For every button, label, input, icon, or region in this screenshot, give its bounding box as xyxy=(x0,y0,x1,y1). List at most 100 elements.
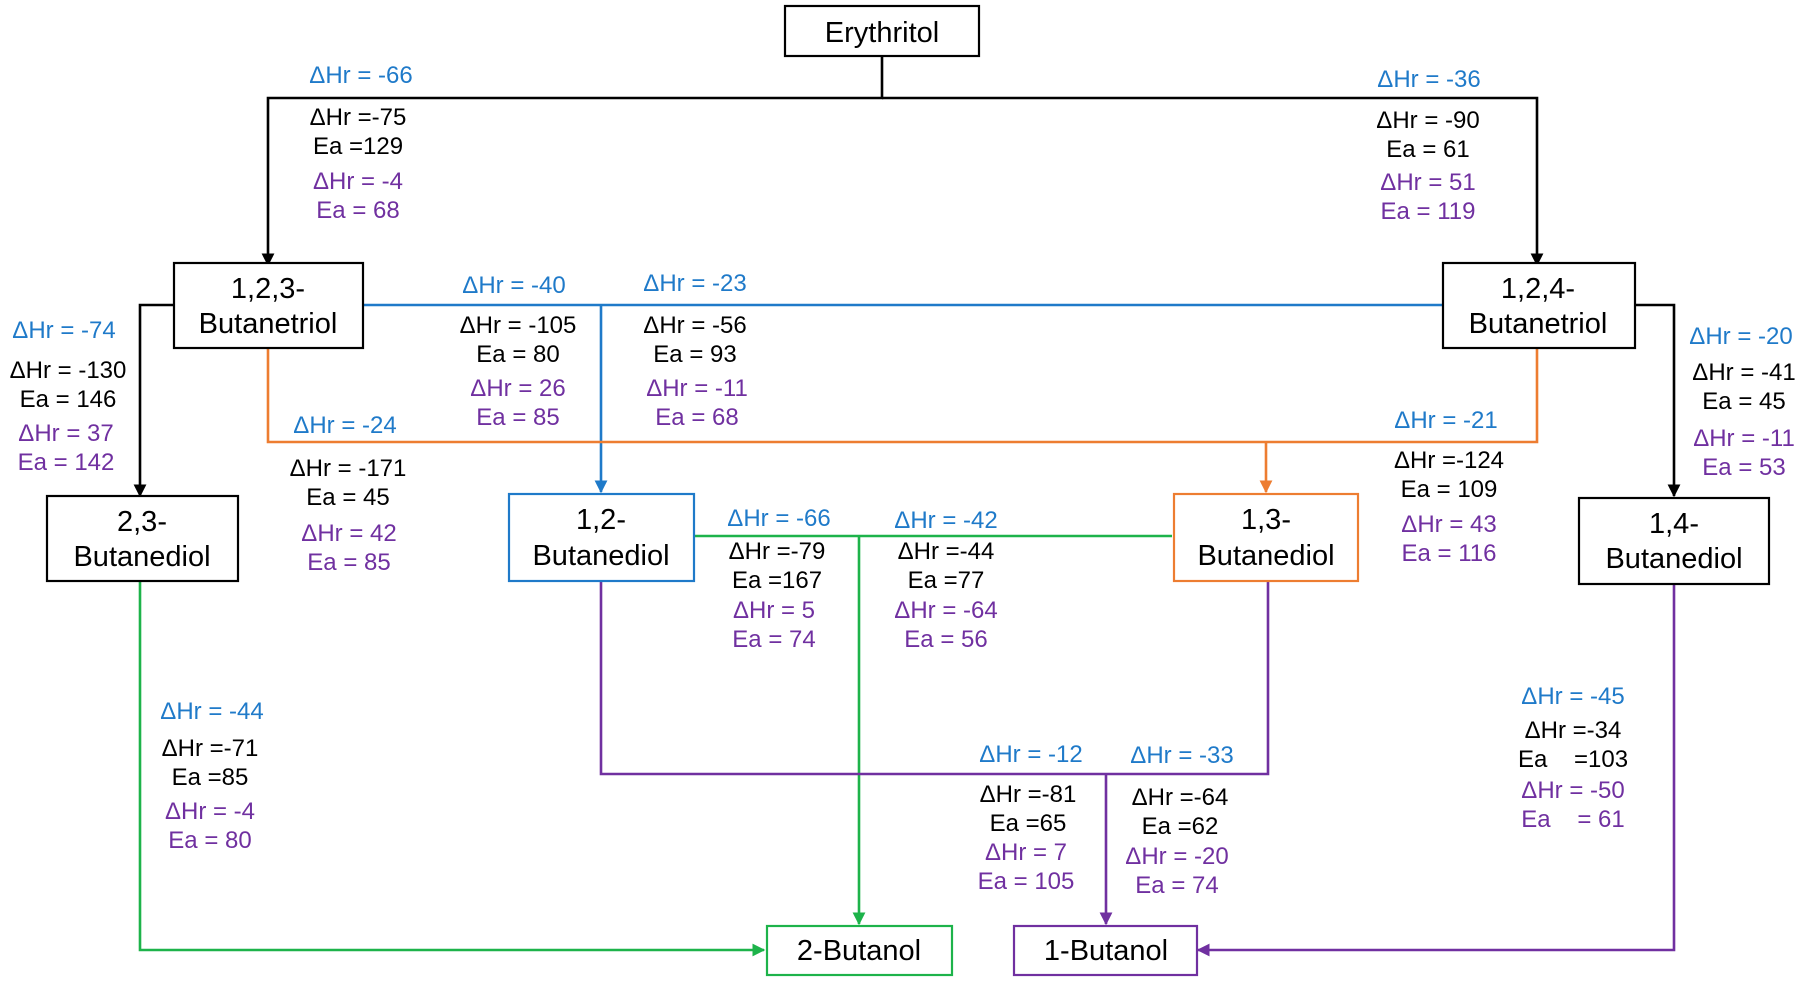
dhr-blue-label: ΔHr = -23 xyxy=(643,270,746,297)
annotation-1-4-butanediol-to-1-butanol: ΔHr = -45 ΔHr =-34 Ea =103 ΔHr = -50 Ea … xyxy=(1518,683,1628,833)
annotation-erythritol-to-1-2-4-butanetriol: ΔHr = -36 ΔHr = -90 Ea = 61 ΔHr = 51 Ea … xyxy=(1376,66,1480,225)
ea-label: Ea =77 xyxy=(908,567,985,594)
node-1-2-3-butanetriol-box xyxy=(172,261,365,350)
dhr-purple-label: ΔHr = -4 xyxy=(313,168,403,195)
node-2-3-butanediol-line-1: 2,3- xyxy=(117,506,167,538)
dhr-purple-label: ΔHr = 43 xyxy=(1401,511,1496,538)
ea-label: Ea = 80 xyxy=(476,341,559,368)
dhr-blue-label: ΔHr = -24 xyxy=(293,412,396,439)
ea-label: Ea = 61 xyxy=(1386,136,1469,163)
dhr-label: ΔHr =-79 xyxy=(729,538,826,565)
dhr-blue-label: ΔHr = -66 xyxy=(727,505,830,532)
ea-purple-label: Ea = 74 xyxy=(732,626,815,653)
annotation-1-2-4-butanetriol-to-1-4-butanediol: ΔHr = -20 ΔHr = -41 Ea = 45 ΔHr = -11 Ea… xyxy=(1689,323,1795,481)
node-1-4-butanediol-box xyxy=(1577,496,1771,586)
dhr-label: ΔHr = -56 xyxy=(643,312,746,339)
node-1-2-4-butanetriol-line-2: Butanetriol xyxy=(1469,308,1608,340)
node-1-2-3-butanetriol-line-1: 1,2,3- xyxy=(231,273,305,305)
ea-label: Ea =62 xyxy=(1142,813,1219,840)
node-1-2-butanediol-box xyxy=(507,492,696,583)
node-1-2-butanediol-line-1: 1,2- xyxy=(576,504,626,536)
dhr-purple-label: ΔHr = 42 xyxy=(301,520,396,547)
node-2-3-butanediol: 2,3- Butanediol xyxy=(45,494,240,583)
dhr-blue-label: ΔHr = -40 xyxy=(462,272,565,299)
node-2-butanol-label: 2-Butanol xyxy=(797,935,921,967)
node-2-butanol-box xyxy=(765,924,954,977)
node-1-butanol-box xyxy=(1012,924,1199,977)
annotation-1-2-3-butanetriol-to-1-3-butanediol: ΔHr = -24 ΔHr = -171 Ea = 45 ΔHr = 42 Ea… xyxy=(290,412,407,576)
ea-purple-label: Ea = 105 xyxy=(978,868,1075,895)
dhr-label: ΔHr = -105 xyxy=(460,312,577,339)
dhr-label: ΔHr =-64 xyxy=(1132,784,1229,811)
ea-purple-label: Ea = 85 xyxy=(476,404,559,431)
dhr-purple-label: ΔHr = 37 xyxy=(18,420,113,447)
annotation-1-2-4-butanetriol-to-1-3-butanediol: ΔHr = -21 ΔHr =-124 Ea = 109 ΔHr = 43 Ea… xyxy=(1394,407,1504,567)
dhr-purple-label: ΔHr = 26 xyxy=(470,375,565,402)
annotation-1-2-3-butanetriol-to-1-2-butanediol: ΔHr = -40 ΔHr = -105 Ea = 80 ΔHr = 26 Ea… xyxy=(460,272,577,431)
ea-purple-label: Ea = 68 xyxy=(316,197,399,224)
dhr-blue-label: ΔHr = -36 xyxy=(1377,66,1480,93)
dhr-purple-label: ΔHr = -50 xyxy=(1521,777,1624,804)
node-1-4-butanediol-line-2: Butanediol xyxy=(1605,543,1742,575)
annotation-erythritol-to-1-2-3-butanetriol: ΔHr = -66 ΔHr =-75 Ea =129 ΔHr = -4 Ea =… xyxy=(309,62,412,224)
edge-1-2-3-butanetriol-to-2-3-butanediol xyxy=(133,303,174,498)
annotation-1-2-butanediol-to-1-butanol: ΔHr = -12 ΔHr =-81 Ea =65 ΔHr = 7 Ea = 1… xyxy=(978,741,1083,895)
node-1-3-butanediol-line-2: Butanediol xyxy=(1197,540,1334,572)
edge-butanetriols-to-1-3-butanediol xyxy=(266,348,1539,444)
node-1-2-butanediol: 1,2- Butanediol xyxy=(507,492,696,583)
annotation-1-2-butanediol-to-2-butanol: ΔHr = -66 ΔHr =-79 Ea =167 ΔHr = 5 Ea = … xyxy=(727,505,830,653)
ea-label: Ea = 45 xyxy=(1702,388,1785,415)
ea-purple-label: Ea = 61 xyxy=(1521,806,1624,833)
dhr-purple-label: ΔHr = -64 xyxy=(894,597,997,624)
dhr-purple-label: ΔHr = -11 xyxy=(646,375,748,402)
dhr-label: ΔHr =-75 xyxy=(310,104,407,131)
dhr-purple-label: ΔHr = -4 xyxy=(165,798,255,825)
ea-purple-label: Ea = 53 xyxy=(1702,454,1785,481)
node-1-butanol: 1-Butanol xyxy=(1012,924,1199,977)
edges xyxy=(133,57,1681,957)
ea-label: Ea = 146 xyxy=(20,386,117,413)
annotation-1-2-4-butanetriol-to-1-2-butanediol: ΔHr = -23 ΔHr = -56 Ea = 93 ΔHr = -11 Ea… xyxy=(643,270,748,431)
dhr-purple-label: ΔHr = 5 xyxy=(733,597,815,624)
ea-label: Ea =65 xyxy=(990,810,1067,837)
dhr-label: ΔHr =-34 xyxy=(1525,717,1622,744)
dhr-label: ΔHr =-81 xyxy=(980,781,1077,808)
ea-purple-label: Ea = 142 xyxy=(18,449,115,476)
edge-2-3-butanediol-to-2-butanol xyxy=(138,581,766,957)
dhr-label: ΔHr =-124 xyxy=(1394,447,1504,474)
node-2-3-butanediol-box xyxy=(45,494,240,583)
node-erythritol: Erythritol xyxy=(783,4,981,58)
node-1-3-butanediol: 1,3- Butanediol xyxy=(1172,492,1360,583)
ea-purple-label: Ea = 85 xyxy=(307,549,390,576)
dhr-label: ΔHr = -130 xyxy=(10,357,127,384)
ea-label: Ea = 109 xyxy=(1401,476,1498,503)
node-erythritol-label: Erythritol xyxy=(825,17,939,49)
ea-label: Ea =167 xyxy=(732,567,822,594)
node-1-2-3-butanetriol-line-2: Butanetriol xyxy=(199,308,338,340)
ea-purple-label: Ea = 80 xyxy=(168,827,251,854)
dhr-label: ΔHr = -90 xyxy=(1376,107,1479,134)
node-1-2-4-butanetriol-box xyxy=(1441,261,1637,350)
dhr-blue-label: ΔHr = -66 xyxy=(309,62,412,89)
dhr-label: ΔHr = -41 xyxy=(1692,359,1795,386)
dhr-label: ΔHr =-71 xyxy=(162,735,259,762)
edge-1-4-butanediol-to-1-butanol xyxy=(1196,584,1676,957)
dhr-blue-label: ΔHr = -21 xyxy=(1394,407,1497,434)
ea-label: Ea = 45 xyxy=(306,484,389,511)
dhr-blue-label: ΔHr = -42 xyxy=(894,507,997,534)
node-1-2-3-butanetriol: 1,2,3- Butanetriol xyxy=(172,261,365,350)
ea-label: Ea =129 xyxy=(313,133,403,160)
dhr-blue-label: ΔHr = -33 xyxy=(1130,742,1233,769)
node-1-4-butanediol-line-1: 1,4- xyxy=(1649,508,1699,540)
node-1-butanol-label: 1-Butanol xyxy=(1044,935,1168,967)
ea-purple-label: Ea = 119 xyxy=(1381,198,1476,225)
edge-erythritol-to-1-2-3-butanetriol xyxy=(261,57,884,267)
dhr-purple-label: ΔHr = -20 xyxy=(1125,843,1228,870)
node-erythritol-box xyxy=(783,4,981,58)
edge-1-2-4-butanetriol-to-1-4-butanediol xyxy=(1635,303,1681,498)
ea-purple-label: Ea = 116 xyxy=(1402,540,1497,567)
dhr-blue-label: ΔHr = -12 xyxy=(979,741,1082,768)
dhr-purple-label: ΔHr = 7 xyxy=(985,839,1067,866)
ea-purple-label: Ea = 74 xyxy=(1135,872,1218,899)
ea-label: Ea =85 xyxy=(172,764,249,791)
